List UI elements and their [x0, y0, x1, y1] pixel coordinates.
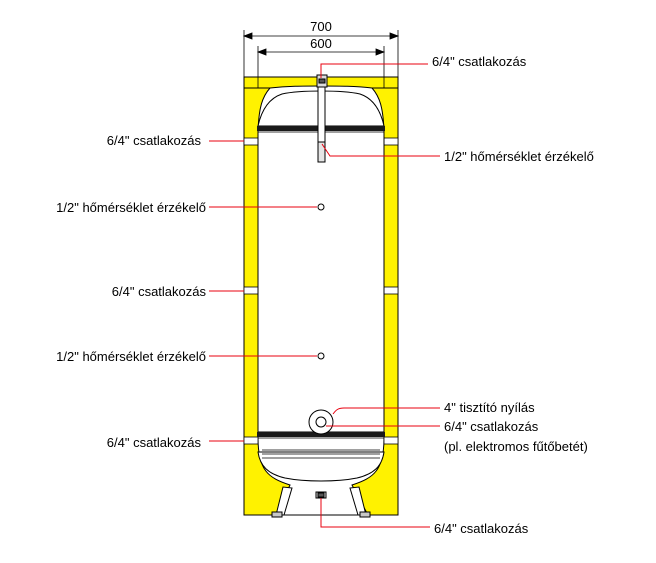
label-top-sensor: 1/2" hőmérséklet érzékelő [444, 149, 594, 164]
leader-top-sensor [321, 143, 440, 157]
tank-bottom-dome [257, 451, 385, 482]
dimension-outer-width: 700 [310, 19, 332, 34]
label-left-connection-middle: 6/4" csatlakozás [112, 284, 207, 299]
dimension-inner-width: 600 [310, 36, 332, 51]
leader-bottom-connection [320, 498, 430, 528]
leader-cleaning-opening [332, 407, 440, 415]
leader-lines [209, 63, 440, 528]
tank-legs [271, 486, 371, 518]
label-cleaning-connection-line1: 6/4" csatlakozás [444, 419, 539, 434]
label-bottom-connection: 6/4" csatlakozás [434, 521, 529, 536]
label-left-connection-lower: 6/4" csatlakozás [107, 435, 202, 450]
top-connection-pipe [316, 74, 328, 163]
label-cleaning-connection-line2: (pl. elektromos fűtőbetét) [444, 439, 588, 454]
label-top-connection: 6/4" csatlakozás [432, 54, 527, 69]
label-left-sensor-upper: 1/2" hőmérséklet érzékelő [56, 200, 206, 215]
tank [257, 90, 385, 482]
tank-shell [257, 129, 385, 433]
leader-top-connection [320, 63, 428, 78]
sensor-upper-point [317, 203, 325, 211]
label-cleaning-opening: 4" tisztító nyílás [444, 400, 535, 415]
dimension-lines [242, 30, 400, 88]
label-left-sensor-lower: 1/2" hőmérséklet érzékelő [56, 349, 206, 364]
sensor-lower-point [317, 352, 325, 360]
label-left-connection-upper: 6/4" csatlakozás [107, 133, 202, 148]
cleaning-opening [308, 409, 334, 435]
